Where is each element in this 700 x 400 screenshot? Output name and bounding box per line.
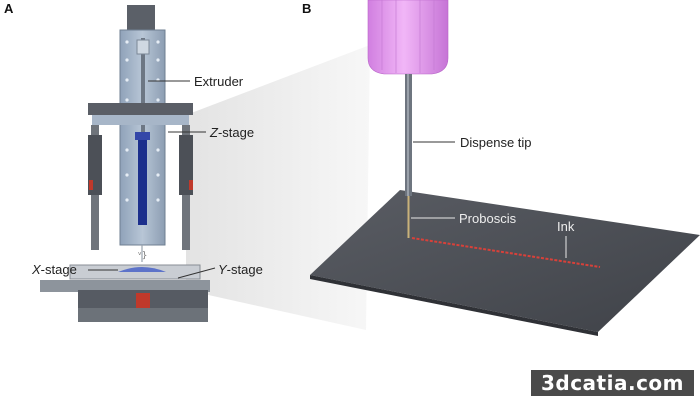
panel-a-label: A (4, 1, 14, 16)
y-stage-label: Y-stage (218, 262, 263, 277)
x-stage-rail (40, 280, 210, 292)
ink-label: Ink (557, 219, 575, 234)
proboscis-label: Proboscis (459, 211, 517, 226)
syringe-flange (135, 132, 150, 140)
left-limit-switch (89, 180, 93, 190)
y-stage-label-rest: -stage (227, 262, 263, 277)
right-limit-switch (189, 180, 193, 190)
dispense-tip-highlight (407, 74, 409, 196)
tip-mark: ᵛ} (138, 251, 147, 261)
panel-b-label: B (302, 1, 311, 16)
z-stage-label: Z-stage (209, 125, 254, 140)
extruder-label: Extruder (194, 74, 244, 89)
x-stage-label: X-stage (31, 262, 77, 277)
stage-motor-red (136, 293, 150, 310)
substrate-dish (118, 267, 166, 272)
ink-line (411, 237, 601, 268)
syringe-barrel (367, 0, 449, 75)
syringe-body (138, 140, 147, 225)
y-stage-label-axis: Y (218, 262, 228, 277)
y-stage-leader (177, 267, 216, 279)
plate-edge (310, 275, 598, 336)
printer-apparatus: ᵛ} (40, 5, 210, 322)
coupler (136, 39, 150, 55)
z-stage-top-plate (88, 103, 193, 115)
lead-screw (141, 38, 145, 138)
zoom-cone (186, 45, 370, 330)
dispense-tip-label: Dispense tip (460, 135, 532, 150)
x-stage-label-rest: -stage (41, 262, 77, 277)
x-stage-label-axis: X (31, 262, 42, 277)
proboscis (407, 196, 410, 238)
z-stage-label-rest: -stage (218, 125, 254, 140)
z-stage-mid-plate (92, 115, 189, 125)
z-stage-label-axis: Z (209, 125, 219, 140)
stage-foot (78, 308, 208, 322)
watermark: 3dcatia.com (530, 370, 694, 396)
